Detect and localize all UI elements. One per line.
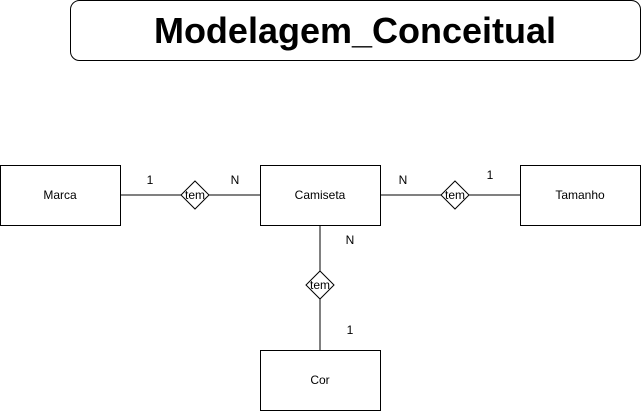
entity-camiseta[interactable]: Camiseta xyxy=(260,165,381,226)
cardinality-camiseta-tamanho: N xyxy=(399,173,408,187)
title-box: Modelagem_Conceitual xyxy=(70,0,641,61)
relationship-camiseta-tamanho[interactable]: tem xyxy=(440,180,470,210)
entity-tamanho-box xyxy=(520,165,641,226)
cardinality-tamanho: 1 xyxy=(487,168,494,182)
relationship-camiseta-cor-label: tem xyxy=(310,278,330,292)
diagram-title: Modelagem_Conceitual xyxy=(154,10,556,51)
entity-cor[interactable]: Cor xyxy=(260,350,381,411)
entity-tamanho-label: Tamanho xyxy=(555,188,605,202)
cardinality-camiseta-marca: N xyxy=(231,173,240,187)
entity-marca-label: Marca xyxy=(43,188,77,202)
relationship-camiseta-tamanho-diamond xyxy=(440,180,470,210)
relationship-marca-camiseta[interactable]: tem xyxy=(180,180,210,210)
entity-marca-box xyxy=(0,165,121,226)
relationship-marca-camiseta-diamond xyxy=(180,180,210,210)
relationship-marca-camiseta-label: tem xyxy=(185,188,205,202)
cardinalities: 1 N N 1 N 1 xyxy=(147,168,494,337)
cardinality-cor: 1 xyxy=(347,323,354,337)
entity-cor-label: Cor xyxy=(310,373,329,387)
relationship-camiseta-cor-diamond xyxy=(305,270,335,300)
cardinality-marca: 1 xyxy=(147,173,154,187)
entity-camiseta-label: Camiseta xyxy=(295,188,346,202)
relationship-camiseta-cor[interactable]: tem xyxy=(305,270,335,300)
entity-tamanho[interactable]: Tamanho xyxy=(520,165,641,226)
relationship-camiseta-tamanho-label: tem xyxy=(445,188,465,202)
connectors xyxy=(120,194,520,350)
entity-marca[interactable]: Marca xyxy=(0,165,121,226)
entity-camiseta-box xyxy=(260,165,381,226)
cardinality-camiseta-cor: N xyxy=(346,233,355,247)
